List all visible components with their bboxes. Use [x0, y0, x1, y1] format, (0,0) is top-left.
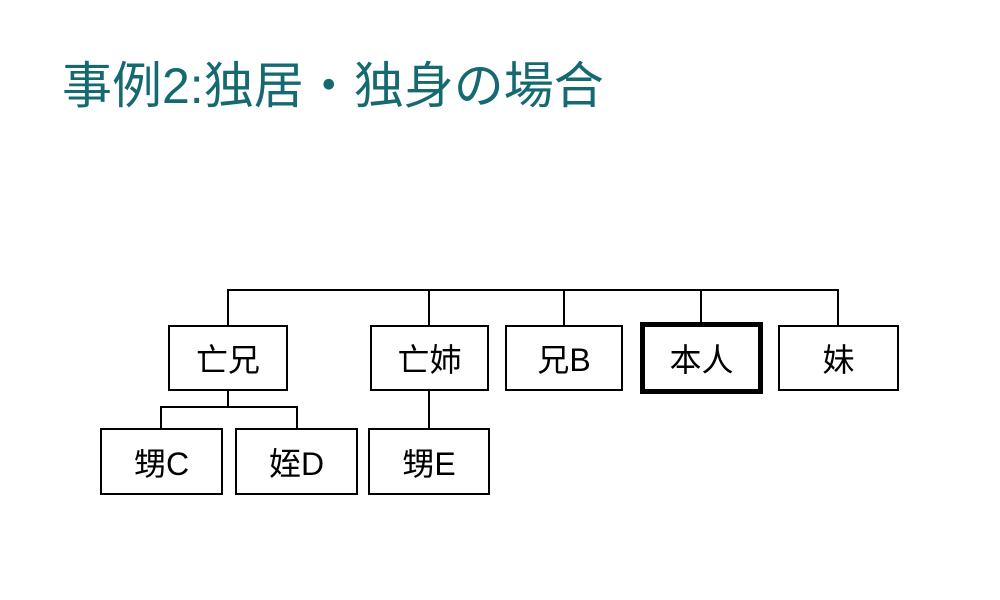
box-deceased-elder-brother: 亡兄: [168, 325, 288, 391]
connector-stub-nephew-e: [428, 391, 430, 428]
connector-top-rail: [228, 289, 839, 291]
connector-stub-deceased-elder-brother: [227, 289, 229, 325]
connector-deceased-elder-brother-down: [227, 391, 229, 408]
slide-title: 事例2:独居・独身の場合: [62, 58, 604, 114]
connector-stub-deceased-elder-sister: [428, 289, 430, 325]
connector-stub-elder-brother-b: [563, 289, 565, 325]
connector-stub-self: [700, 289, 702, 322]
box-younger-sister: 妹: [778, 325, 899, 391]
box-nephew-c: 甥C: [100, 428, 223, 495]
connector-stub-niece-d: [296, 406, 298, 428]
connector-children-rail: [160, 406, 298, 408]
box-elder-brother-b: 兄B: [505, 325, 623, 391]
box-self: 本人: [640, 322, 763, 394]
box-niece-d: 姪D: [235, 428, 358, 495]
box-deceased-elder-sister: 亡姉: [370, 325, 489, 391]
connector-stub-nephew-c: [160, 406, 162, 428]
box-nephew-e: 甥E: [368, 428, 490, 495]
connector-stub-younger-sister: [837, 289, 839, 325]
